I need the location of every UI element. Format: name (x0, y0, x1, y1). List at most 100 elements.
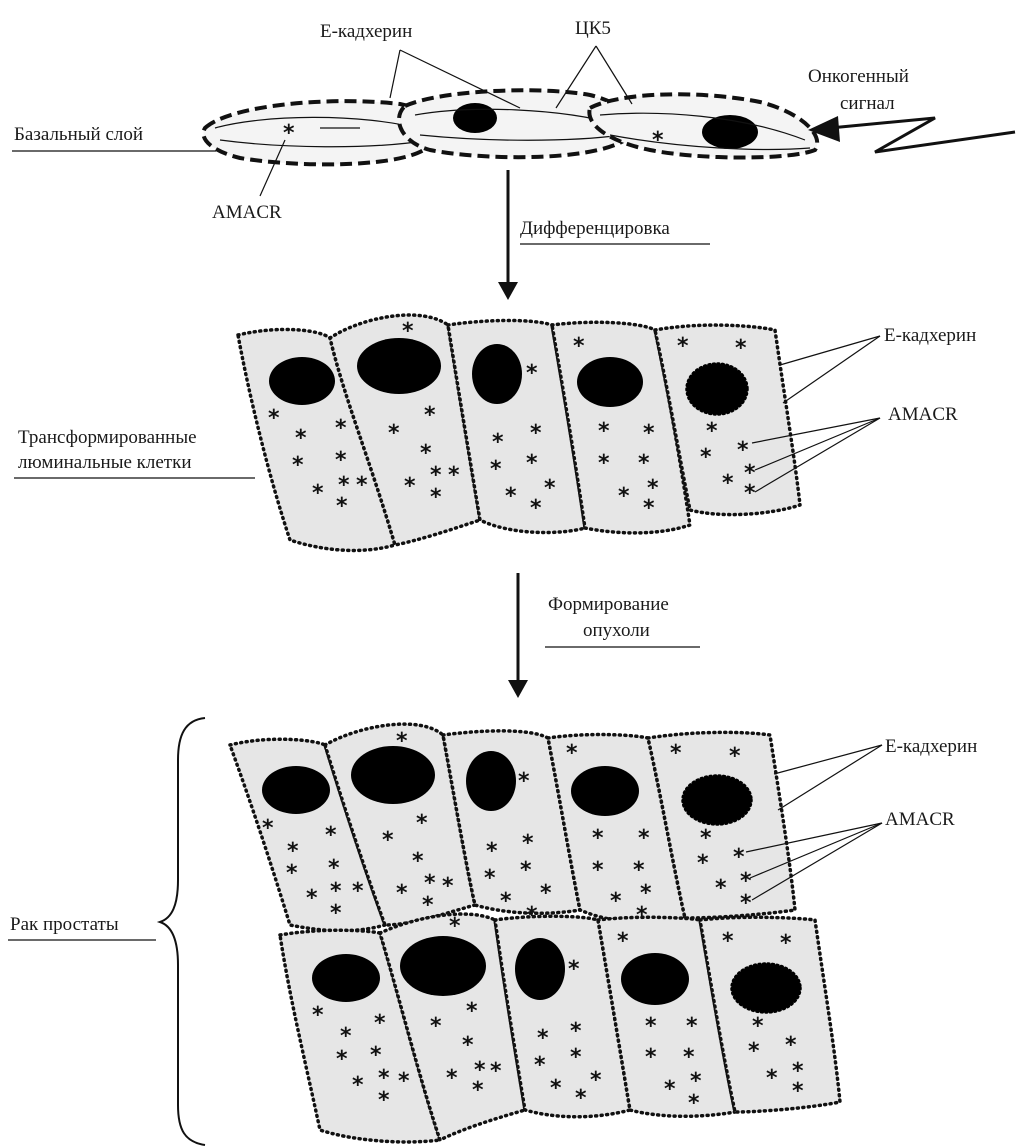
svg-text:*: * (792, 1079, 804, 1104)
svg-text:*: * (449, 914, 461, 939)
luminal-nucleus-1 (269, 357, 335, 405)
svg-text:*: * (590, 1068, 602, 1093)
svg-text:*: * (785, 1033, 797, 1058)
svg-text:*: * (544, 476, 556, 501)
svg-text:*: * (643, 421, 655, 446)
cancer-nucleus-r1-3 (466, 751, 516, 811)
cancer-nucleus-r1-2 (351, 746, 435, 804)
svg-text:*: * (396, 729, 408, 754)
svg-text:*: * (735, 336, 747, 361)
svg-text:*: * (645, 1045, 657, 1070)
svg-text:*: * (636, 903, 648, 928)
svg-text:*: * (677, 334, 689, 359)
svg-text:*: * (422, 893, 434, 918)
svg-text:*: * (462, 1033, 474, 1058)
svg-text:*: * (336, 494, 348, 519)
svg-text:*: * (688, 1091, 700, 1116)
svg-text:*: * (540, 881, 552, 906)
svg-text:*: * (706, 419, 718, 444)
svg-text:*: * (424, 403, 436, 428)
svg-text:*: * (286, 861, 298, 886)
svg-text:*: * (566, 741, 578, 766)
svg-text:*: * (534, 1053, 546, 1078)
cancer-nucleus-r2-4 (621, 953, 689, 1005)
svg-text:*: * (780, 931, 792, 956)
svg-text:*: * (530, 496, 542, 521)
luminal-nucleus-5-dotted (687, 364, 747, 414)
differentiation-label: Дифференцировка (520, 218, 670, 239)
transformed-cells-group: * * * * * * * * * * * * * * * * * * * * … (238, 315, 880, 550)
top-ck5-label: ЦК5 (575, 18, 611, 39)
svg-text:*: * (490, 1059, 502, 1084)
svg-text:*: * (325, 823, 337, 848)
transformed-label-line2: люминальные клетки (18, 452, 192, 473)
middle-amacr-label: AMACR (888, 404, 958, 425)
svg-text:*: * (618, 484, 630, 509)
svg-text:*: * (378, 1088, 390, 1113)
svg-text:*: * (430, 1014, 442, 1039)
svg-text:*: * (700, 826, 712, 851)
svg-text:*: * (416, 811, 428, 836)
transformed-label-line1: Трансформированные (18, 427, 197, 448)
svg-text:*: * (598, 451, 610, 476)
svg-text:*: * (262, 816, 274, 841)
bottom-e-cadherin-label: Е-кадхерин (885, 736, 977, 757)
basal-cell-3 (589, 94, 817, 157)
svg-text:*: * (396, 881, 408, 906)
svg-text:*: * (766, 1066, 778, 1091)
svg-text:*: * (733, 845, 745, 870)
svg-text:*: * (505, 484, 517, 509)
cancer-nucleus-r2-2 (400, 936, 486, 996)
svg-text:*: * (744, 481, 756, 506)
svg-text:*: * (374, 1011, 386, 1036)
svg-text:*: * (466, 999, 478, 1024)
svg-text:*: * (312, 1003, 324, 1028)
svg-text:*: * (752, 1014, 764, 1039)
svg-text:*: * (729, 744, 741, 769)
prostate-cancer-label: Рак простаты (10, 914, 119, 935)
svg-text:*: * (490, 457, 502, 482)
svg-text:*: * (683, 1045, 695, 1070)
cancer-nucleus-r1-1 (262, 766, 330, 814)
basal-amacr-asterisk-2: * (652, 128, 664, 153)
svg-text:*: * (442, 874, 454, 899)
middle-e-cadherin-label: Е-кадхерин (884, 325, 976, 346)
svg-text:*: * (330, 901, 342, 926)
svg-text:*: * (568, 957, 580, 982)
svg-text:*: * (312, 481, 324, 506)
svg-text:*: * (570, 1019, 582, 1044)
svg-text:*: * (370, 1043, 382, 1068)
svg-text:*: * (520, 858, 532, 883)
svg-text:*: * (633, 858, 645, 883)
tumor-formation-line2: опухоли (583, 620, 650, 641)
svg-text:*: * (526, 903, 538, 928)
svg-text:*: * (697, 851, 709, 876)
svg-text:*: * (352, 879, 364, 904)
svg-text:*: * (306, 886, 318, 911)
svg-text:*: * (715, 876, 727, 901)
svg-text:*: * (446, 1066, 458, 1091)
svg-text:*: * (740, 891, 752, 916)
luminal-nucleus-2 (357, 338, 441, 394)
svg-text:*: * (573, 334, 585, 359)
cancer-nucleus-r2-5-dotted (732, 964, 800, 1012)
cancer-nucleus-r1-5-dotted (683, 776, 751, 824)
svg-text:*: * (638, 451, 650, 476)
svg-text:*: * (610, 889, 622, 914)
svg-text:*: * (526, 451, 538, 476)
svg-text:*: * (295, 426, 307, 451)
top-amacr-label: AMACR (212, 202, 282, 223)
svg-text:*: * (388, 421, 400, 446)
svg-text:*: * (522, 831, 534, 856)
svg-text:*: * (722, 929, 734, 954)
svg-text:*: * (268, 406, 280, 431)
tumor-formation-line1: Формирование (548, 594, 669, 615)
basal-amacr-asterisk: * (283, 121, 295, 146)
svg-text:*: * (382, 828, 394, 853)
svg-text:*: * (722, 471, 734, 496)
top-e-cadherin-label: Е-кадхерин (320, 21, 412, 42)
svg-text:*: * (492, 430, 504, 455)
oncogenic-signal-line1: Онкогенный (808, 66, 909, 87)
svg-text:*: * (292, 453, 304, 478)
